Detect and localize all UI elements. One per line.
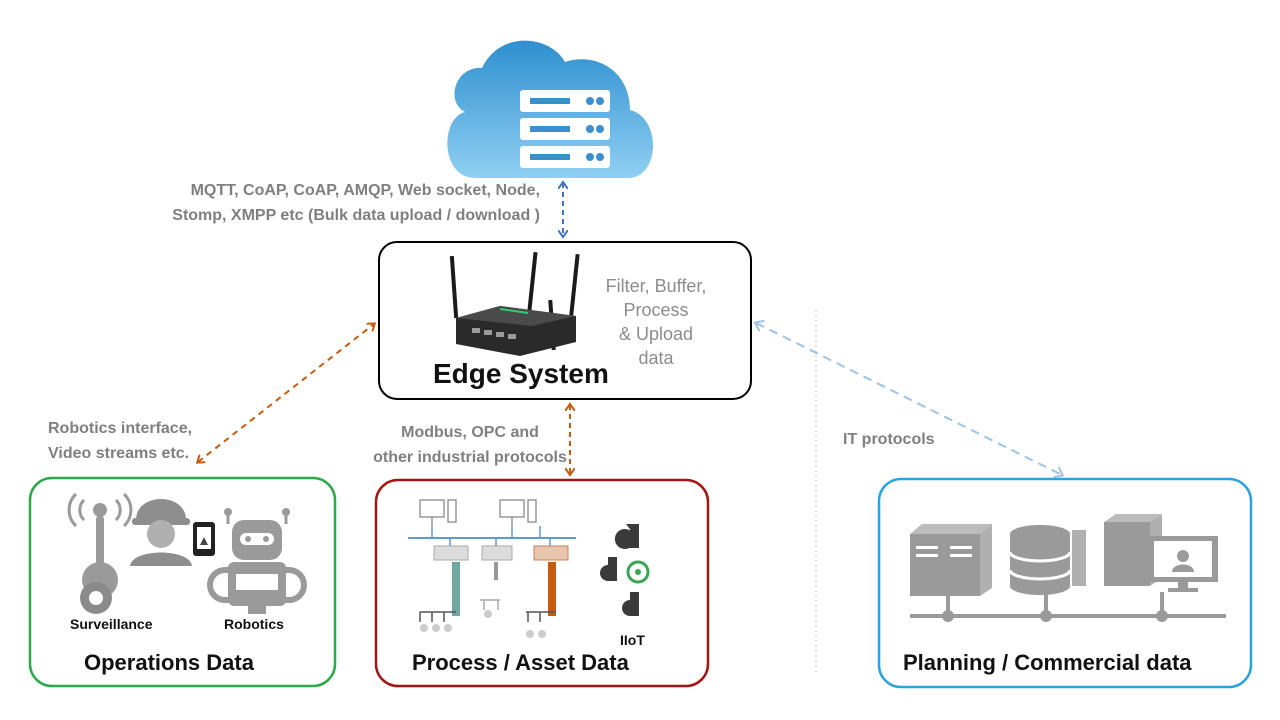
operations-data-title: Operations Data: [84, 650, 254, 675]
edge-system-title: Edge System: [433, 358, 609, 389]
robot-icon: [207, 508, 307, 614]
surveillance-camera-icon: [67, 492, 133, 614]
cloud-icon: [447, 40, 654, 178]
operations-edge-link: [198, 324, 374, 462]
cloud-protocols-line-1: MQTT, CoAP, CoAP, AMQP, Web socket, Node…: [190, 182, 540, 199]
edge-step-3: & Upload: [618, 324, 694, 344]
edge-step-1: Filter, Buffer,: [605, 276, 707, 296]
edge-processing-steps: Filter, Buffer, Process & Upload data: [596, 274, 716, 370]
edge-step-2: Process: [623, 300, 689, 320]
planning-edge-link: [756, 323, 1062, 475]
edge-step-4: data: [638, 348, 674, 368]
industrial-link-line-1: Modbus, OPC and: [401, 424, 539, 441]
server-stack-icon: [520, 90, 610, 168]
worker-icon: [130, 499, 192, 566]
robotics-link-line-2: Video streams etc.: [48, 445, 190, 462]
edge-gateway-icon: [449, 251, 580, 356]
iiot-label: IIoT: [620, 632, 645, 648]
industrial-link-label: Modbus, OPC and other industrial protoco…: [346, 420, 594, 470]
surveillance-label: Surveillance: [70, 616, 153, 632]
robotics-link-label: Robotics interface, Video streams etc.: [48, 416, 268, 466]
business-systems-icon: [910, 514, 1226, 622]
industrial-network-icon: [408, 499, 576, 638]
industrial-link-line-2: other industrial protocols: [373, 449, 567, 466]
iiot-sensors-icon: [600, 524, 650, 616]
cloud-protocols-line-2: Stomp, XMPP etc (Bulk data upload / down…: [172, 207, 540, 224]
it-protocols-label: IT protocols: [843, 431, 935, 448]
process-asset-data-title: Process / Asset Data: [412, 650, 629, 675]
robotics-link-line-1: Robotics interface,: [48, 420, 193, 437]
mobile-device-icon: [193, 522, 215, 556]
cloud-protocols-label: MQTT, CoAP, CoAP, AMQP, Web socket, Node…: [90, 178, 540, 228]
planning-commercial-data-title: Planning / Commercial data: [903, 650, 1192, 675]
robotics-label: Robotics: [224, 616, 284, 632]
